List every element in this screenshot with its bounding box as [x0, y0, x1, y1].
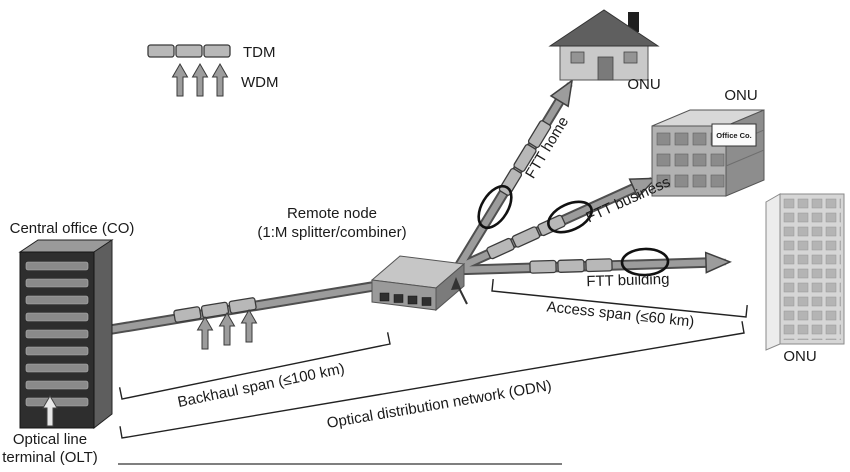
wdm-arrow-icon	[219, 312, 235, 346]
remote-node	[370, 255, 468, 312]
tdm-legend-icon	[147, 44, 231, 58]
central-office-label: Central office (CO)	[10, 220, 135, 237]
onu-home-label: ONU	[627, 76, 660, 93]
wdm-arrow-icon	[197, 316, 213, 350]
house-window	[570, 51, 585, 64]
olt-label-line2: terminal (OLT)	[2, 449, 98, 466]
chimney	[628, 12, 639, 32]
splice-ellipse-home	[477, 184, 513, 230]
rack-slot-panels	[20, 258, 94, 411]
office-sign	[711, 123, 757, 147]
house-onu	[548, 9, 660, 81]
office-windows	[656, 132, 725, 188]
node-port	[407, 295, 418, 305]
access-span-bracket	[491, 279, 748, 318]
splice-ellipse-building	[620, 247, 670, 277]
tdm-segments-building	[529, 258, 613, 274]
house-window	[623, 51, 638, 64]
tdm-legend-label: TDM	[243, 44, 276, 61]
remote-node-label-line1: Remote node	[287, 205, 377, 222]
access-span-label: Access span (≤60 km)	[546, 298, 695, 330]
olt-rack	[18, 239, 114, 430]
onu-building-label: ONU	[783, 348, 816, 365]
backhaul-span-label: Backhaul span (≤100 km)	[176, 360, 346, 411]
node-port	[421, 297, 432, 306]
wdm-legend-label: WDM	[241, 74, 279, 91]
wdm-legend-icon	[172, 63, 228, 97]
node-port	[393, 294, 404, 303]
node-port	[379, 292, 390, 302]
olt-label-line1: Optical line	[13, 431, 87, 448]
office-sign-text: Office Co.	[716, 131, 751, 140]
legend: TDM WDM	[147, 44, 279, 97]
onu-business-label: ONU	[724, 87, 757, 104]
node-pointer-head-icon	[451, 277, 461, 290]
odn-label: Optical distribution network (ODN)	[326, 377, 553, 432]
ftt-building-label: FTT building	[586, 271, 670, 290]
tdm-segments-business	[485, 213, 567, 261]
olt-pointer-arrow-icon	[42, 395, 58, 427]
roof	[548, 9, 660, 47]
splice-ellipse-business	[547, 200, 593, 234]
backhaul-span-bracket	[118, 332, 391, 400]
tower-windows	[783, 198, 841, 340]
remote-node-label-line2: (1:M splitter/combiner)	[257, 224, 406, 241]
odn-bracket	[119, 321, 745, 439]
house-door	[597, 56, 614, 81]
tower-onu	[765, 193, 845, 351]
office-building-onu: Office Co.	[651, 109, 765, 197]
wdm-arrow-icon	[241, 309, 257, 343]
